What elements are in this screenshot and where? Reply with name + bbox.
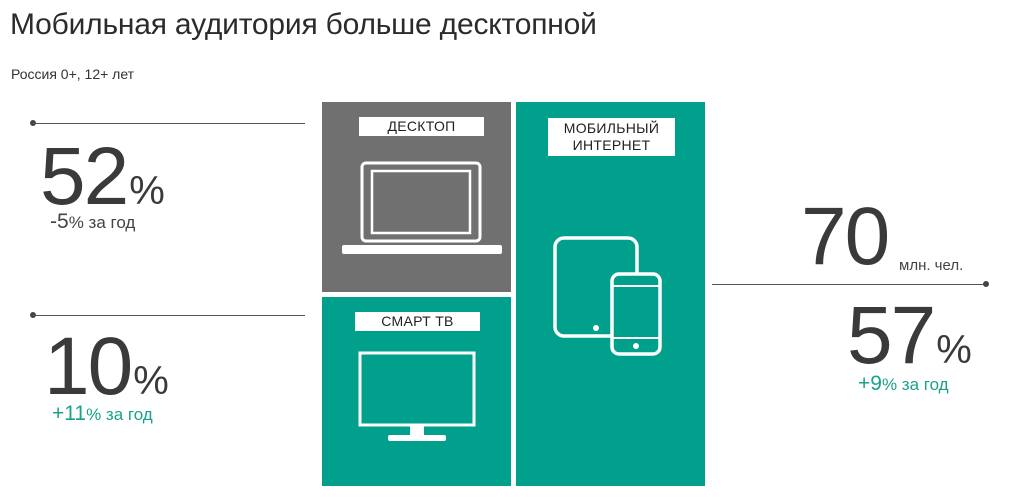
- mobile-share-value: 57: [847, 290, 936, 381]
- smarttv-share-value: 10: [44, 321, 133, 412]
- desktop-change-text: % за год: [68, 213, 136, 232]
- desktop-change: -5% за год: [50, 210, 135, 234]
- page-title: Мобильная аудитория больше десктопной: [10, 8, 597, 41]
- desktop-share-value: 52: [40, 131, 129, 222]
- smarttv-share-stat: 10%: [44, 326, 169, 408]
- smarttv-tile: СМАРТ ТВ: [322, 297, 511, 486]
- mobile-share-stat: 57%: [847, 295, 972, 377]
- smarttv-connector-line: [33, 315, 305, 316]
- mobile-audience-value: 70: [801, 191, 890, 282]
- desktop-change-value: -5: [50, 210, 69, 233]
- mobile-label: МОБИЛЬНЫЙ ИНТЕРНЕТ: [548, 118, 675, 156]
- page-subtitle: Россия 0+, 12+ лет: [11, 66, 135, 82]
- smarttv-change-value: +11: [52, 402, 87, 425]
- mobile-label-line2: ИНТЕРНЕТ: [572, 137, 651, 153]
- mobile-audience-unit: млн. чел.: [899, 257, 964, 274]
- desktop-share-stat: 52%: [40, 136, 165, 218]
- desktop-label: ДЕСКТОП: [359, 117, 484, 136]
- mobile-change-value: +9: [858, 372, 882, 395]
- mobile-tile: МОБИЛЬНЫЙ ИНТЕРНЕТ: [516, 102, 705, 486]
- mobile-share-percent: %: [936, 328, 972, 372]
- laptop-icon: [342, 161, 502, 254]
- mobile-label-line1: МОБИЛЬНЫЙ: [563, 120, 660, 136]
- desktop-share-percent: %: [129, 169, 165, 213]
- desktop-connector-line: [33, 123, 305, 124]
- desktop-tile: ДЕСКТОП: [322, 102, 511, 292]
- smarttv-change-text: % за год: [86, 405, 153, 424]
- smarttv-change: +11% за год: [52, 402, 153, 426]
- smarttv-share-percent: %: [133, 359, 169, 403]
- smarttv-label: СМАРТ ТВ: [355, 312, 480, 331]
- mobile-change-text: % за год: [881, 375, 949, 394]
- mobile-connector-dot: [983, 281, 989, 287]
- mobile-connector-line: [712, 284, 985, 285]
- mobile-audience-stat: 70: [801, 196, 890, 278]
- tv-monitor-icon: [358, 351, 476, 441]
- tablet-phone-icon: [553, 236, 662, 356]
- mobile-change: +9% за год: [858, 372, 949, 396]
